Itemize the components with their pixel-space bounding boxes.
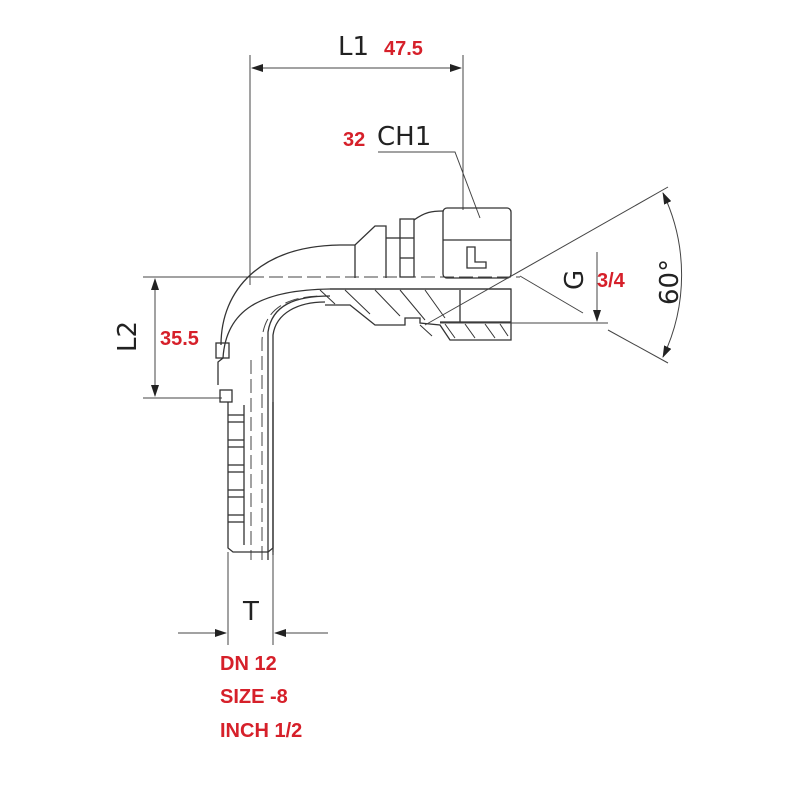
g-label: G — [560, 270, 590, 290]
l1-dimension: L1 47.5 — [249, 32, 464, 285]
l2-label: L2 — [113, 321, 143, 352]
size-specs: DN 12 SIZE -8 INCH 1/2 — [220, 653, 302, 742]
hose-tail-ridges — [228, 405, 245, 545]
g-value: 3/4 — [597, 270, 626, 292]
angle-label: 60° — [655, 259, 685, 305]
spec-dn: DN 12 — [220, 653, 277, 675]
t-dimension: T — [178, 552, 328, 645]
l2-dimension: L2 35.5 — [113, 276, 250, 399]
ch1-label: CH1 — [377, 122, 431, 152]
ch1-dimension: CH1 32 — [343, 122, 481, 219]
spec-size: SIZE -8 — [220, 686, 288, 708]
ch1-value: 32 — [343, 129, 365, 151]
angle-dimension: 60° — [424, 186, 685, 364]
g-dimension: G 3/4 — [440, 252, 626, 324]
l1-value: 47.5 — [384, 38, 423, 60]
t-label: T — [242, 597, 259, 627]
l2-value: 35.5 — [160, 328, 199, 350]
spec-inch: INCH 1/2 — [220, 720, 302, 742]
fitting-body — [215, 207, 520, 560]
l1-label: L1 — [338, 32, 369, 62]
